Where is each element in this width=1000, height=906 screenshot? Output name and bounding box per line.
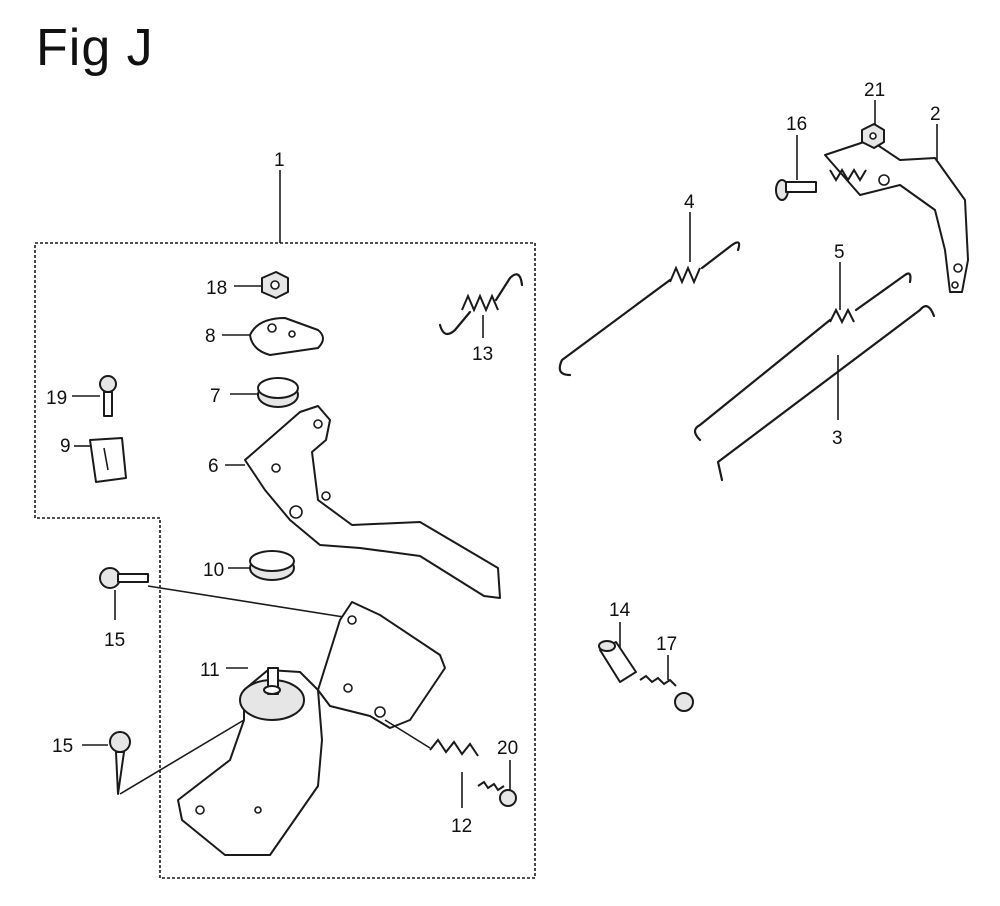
part-7-washer bbox=[230, 377, 299, 408]
callout-2: 2 bbox=[930, 104, 941, 125]
callout-5: 5 bbox=[834, 242, 845, 263]
part-2-lever bbox=[824, 124, 969, 293]
callout-3: 3 bbox=[832, 428, 843, 449]
part-5-spring-rod bbox=[693, 262, 912, 442]
callout-7: 7 bbox=[210, 386, 221, 407]
part-21-nut bbox=[861, 100, 885, 149]
callout-6: 6 bbox=[208, 456, 219, 477]
callout-4: 4 bbox=[684, 192, 695, 213]
callout-18: 18 bbox=[206, 278, 227, 299]
callout-10: 10 bbox=[203, 560, 224, 581]
callout-14: 14 bbox=[609, 600, 631, 621]
part-15-bolt-upper bbox=[99, 567, 351, 620]
part-12-spring bbox=[384, 719, 479, 808]
part-16-pin bbox=[775, 135, 817, 201]
part-13-spring bbox=[438, 273, 524, 338]
part-8-plate bbox=[222, 317, 324, 356]
callout-15-lower: 15 bbox=[52, 736, 73, 757]
part-3-rod bbox=[716, 305, 936, 482]
part-15-screw-lower bbox=[82, 719, 245, 795]
callout-1: 1 bbox=[274, 150, 285, 171]
part-18-nut bbox=[234, 271, 289, 299]
callout-9: 9 bbox=[60, 436, 71, 457]
callout-12: 12 bbox=[451, 816, 472, 837]
callout-20: 20 bbox=[497, 738, 518, 759]
part-9-clip bbox=[74, 437, 127, 483]
callout-13: 13 bbox=[472, 344, 493, 365]
callout-8: 8 bbox=[205, 326, 216, 347]
part-4-spring-rod bbox=[558, 212, 741, 377]
part-6-arm bbox=[225, 405, 501, 599]
part-20-screw bbox=[477, 760, 517, 807]
figure-title: Fig J bbox=[36, 19, 154, 77]
callout-11: 11 bbox=[200, 660, 220, 681]
part-10-washer bbox=[228, 550, 295, 581]
callout-15-upper: 15 bbox=[104, 630, 125, 651]
part-19-bolt bbox=[72, 375, 117, 417]
part-17-bolt bbox=[639, 655, 694, 712]
callout-16: 16 bbox=[786, 114, 807, 135]
assembly-boundary bbox=[34, 170, 536, 879]
callout-19: 19 bbox=[46, 388, 67, 409]
callout-21: 21 bbox=[864, 80, 885, 101]
part-14-collar bbox=[598, 622, 637, 683]
part-11-base-plate bbox=[177, 601, 446, 856]
callout-17: 17 bbox=[656, 634, 677, 655]
